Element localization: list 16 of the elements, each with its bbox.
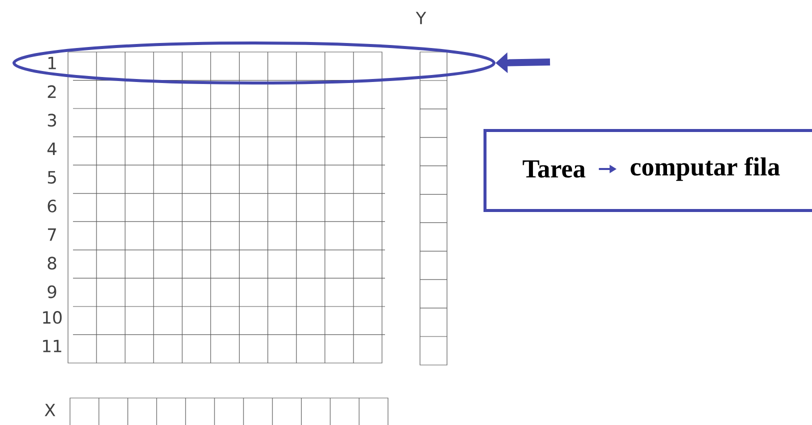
row-number: 10 — [43, 311, 62, 324]
row-number: 4 — [47, 142, 56, 155]
row-number: 1 — [48, 56, 56, 70]
row-number: 5 — [48, 171, 56, 184]
row-number: 11 — [43, 340, 62, 352]
row-number: 9 — [48, 285, 56, 298]
highlight-ellipse — [12, 42, 496, 84]
task-text: computar fila — [630, 157, 780, 181]
row-number: 3 — [48, 114, 56, 127]
row-number: 7 — [48, 228, 56, 241]
task-box — [484, 129, 812, 212]
row-number: 6 — [48, 200, 56, 212]
task-text: Tarea — [522, 160, 586, 178]
axis-label: X — [44, 404, 56, 416]
row-number: 8 — [48, 256, 56, 270]
axis-label: Y — [416, 12, 426, 24]
